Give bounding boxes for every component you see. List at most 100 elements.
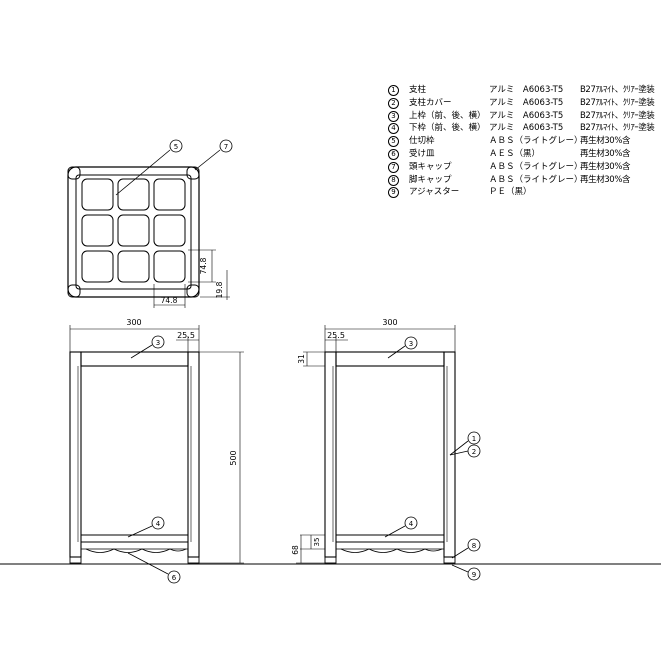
- left-post: [69, 351, 82, 558]
- cell: [117, 178, 150, 211]
- callout-5-circle: [169, 139, 183, 153]
- part-name: 支柱: [409, 85, 427, 95]
- top-frame: [335, 351, 445, 367]
- leader-8: [451, 547, 469, 559]
- callout-4-circle: [151, 516, 165, 530]
- head-cap-bl: [67, 284, 81, 298]
- leader-3: [130, 344, 153, 359]
- part-number: 3: [388, 110, 399, 122]
- dim-frame: 25.5: [177, 331, 195, 340]
- part-finish: B27ｱﾙﾏｲﾄ、ｸﾘｱｰ塗装: [580, 123, 655, 134]
- callout-1: 1: [472, 435, 476, 443]
- side-elevation: 300 25.5 31 35 68 3: [291, 318, 481, 581]
- right-post: [187, 351, 200, 558]
- part-name: 脚キャップ: [409, 174, 452, 185]
- callout-3: 3: [409, 340, 413, 348]
- callout-9-circle: [467, 567, 481, 581]
- callout-3-circle: [151, 335, 165, 349]
- dim-bottom-frame: 35: [313, 538, 321, 547]
- part-name: 上枠（前、後、横）: [409, 110, 486, 121]
- part-finish: 再生材30%含: [580, 136, 631, 147]
- part-material: アルミ A6063-T5: [489, 110, 564, 121]
- cell: [153, 178, 186, 211]
- plan-outer-frame: [67, 166, 200, 298]
- cell: [117, 214, 150, 247]
- part-material: アルミ A6063-T5: [489, 97, 564, 108]
- drip-tray: [80, 541, 189, 550]
- front-elevation: 300 25.5 500 3 4 6: [69, 318, 244, 584]
- callout-9: 9: [472, 571, 476, 579]
- drip-tray: [335, 541, 445, 550]
- dim-width: 300: [126, 318, 141, 327]
- part-material: ＡＥＳ（黒）: [489, 148, 541, 159]
- part-material: アルミ A6063-T5: [489, 85, 564, 95]
- foot-cap-right: [443, 556, 456, 564]
- callout-8: 8: [472, 542, 476, 550]
- callout-2-circle: [467, 444, 481, 458]
- part-finish: 再生材30%含: [580, 161, 631, 172]
- part-number: 1: [388, 85, 399, 96]
- head-cap-br: [186, 284, 200, 298]
- callout-7-circle: [219, 139, 233, 153]
- head-cap-tl: [67, 166, 81, 180]
- leader-2: [449, 450, 469, 456]
- callout-3: 3: [156, 339, 160, 347]
- leader-3: [387, 345, 406, 359]
- part-number: 2: [388, 97, 399, 109]
- leader-9: [451, 564, 469, 573]
- part-finish: B27ｱﾙﾏｲﾄ、ｸﾘｱｰ塗装: [580, 110, 655, 121]
- callout-6: 6: [172, 574, 177, 582]
- callout-3-circle: [404, 336, 418, 350]
- leader-5: [115, 149, 171, 196]
- dim-gap: 19.8: [215, 281, 224, 298]
- plan-view: 5 7 74.8 19.8 74.8: [67, 139, 233, 308]
- part-row: 2 支柱カバー アルミ A6063-T5 B27ｱﾙﾏｲﾄ、ｸﾘｱｰ塗装: [388, 97, 658, 110]
- callout-5: 5: [174, 143, 178, 151]
- cell: [81, 178, 114, 211]
- leader-4: [127, 525, 153, 538]
- part-number: 9: [388, 187, 399, 199]
- callout-2: 2: [472, 448, 476, 456]
- cell: [81, 214, 114, 247]
- callout-8-circle: [467, 538, 481, 552]
- tray-bumps: [340, 548, 443, 553]
- part-name: アジャスター: [409, 187, 460, 198]
- bottom-frame: [80, 534, 189, 543]
- bottom-frame: [335, 534, 445, 543]
- foot-cap-right: [187, 556, 200, 564]
- part-finish: B27ｱﾙﾏｲﾄ、ｸﾘｱｰ塗装: [580, 97, 655, 108]
- callout-4: 4: [409, 520, 414, 528]
- part-name: 下枠（前、後、横）: [409, 123, 486, 134]
- part-finish: 再生材30%含: [580, 174, 631, 185]
- tray-bumps: [85, 548, 187, 553]
- part-material: ＡＢＳ（ライトグレー）: [489, 161, 583, 172]
- callout-4: 4: [156, 520, 161, 528]
- part-material: アルミ A6063-T5: [489, 123, 564, 134]
- part-material: ＡＢＳ（ライトグレー）: [489, 136, 583, 147]
- part-number: 7: [388, 161, 399, 173]
- part-finish: 再生材30%含: [580, 148, 631, 159]
- dim-floor-clear: 68: [291, 545, 300, 555]
- top-frame: [80, 351, 189, 367]
- part-finish: B27ｱﾙﾏｲﾄ、ｸﾘｱｰ塗装: [580, 85, 655, 95]
- part-name: 仕切枠: [409, 136, 435, 147]
- leader-7: [194, 149, 221, 171]
- dim-top-frame: 31: [297, 354, 306, 364]
- part-row: 3 上枠（前、後、横）アルミ A6063-T5 B27ｱﾙﾏｲﾄ、ｸﾘｱｰ塗装: [388, 110, 658, 123]
- left-post: [324, 351, 337, 558]
- dim-frame: 25.5: [327, 331, 345, 340]
- part-material: ＡＢＳ（ライトグレー）: [489, 174, 583, 185]
- head-cap-tr: [186, 166, 200, 180]
- dim-cell-width: 74.8: [161, 296, 178, 305]
- leader-4: [384, 525, 406, 538]
- part-name: 支柱カバー: [409, 97, 452, 108]
- leader-1: [449, 440, 469, 456]
- plan-inner-frame: [75, 174, 192, 290]
- callout-6-circle: [167, 570, 181, 584]
